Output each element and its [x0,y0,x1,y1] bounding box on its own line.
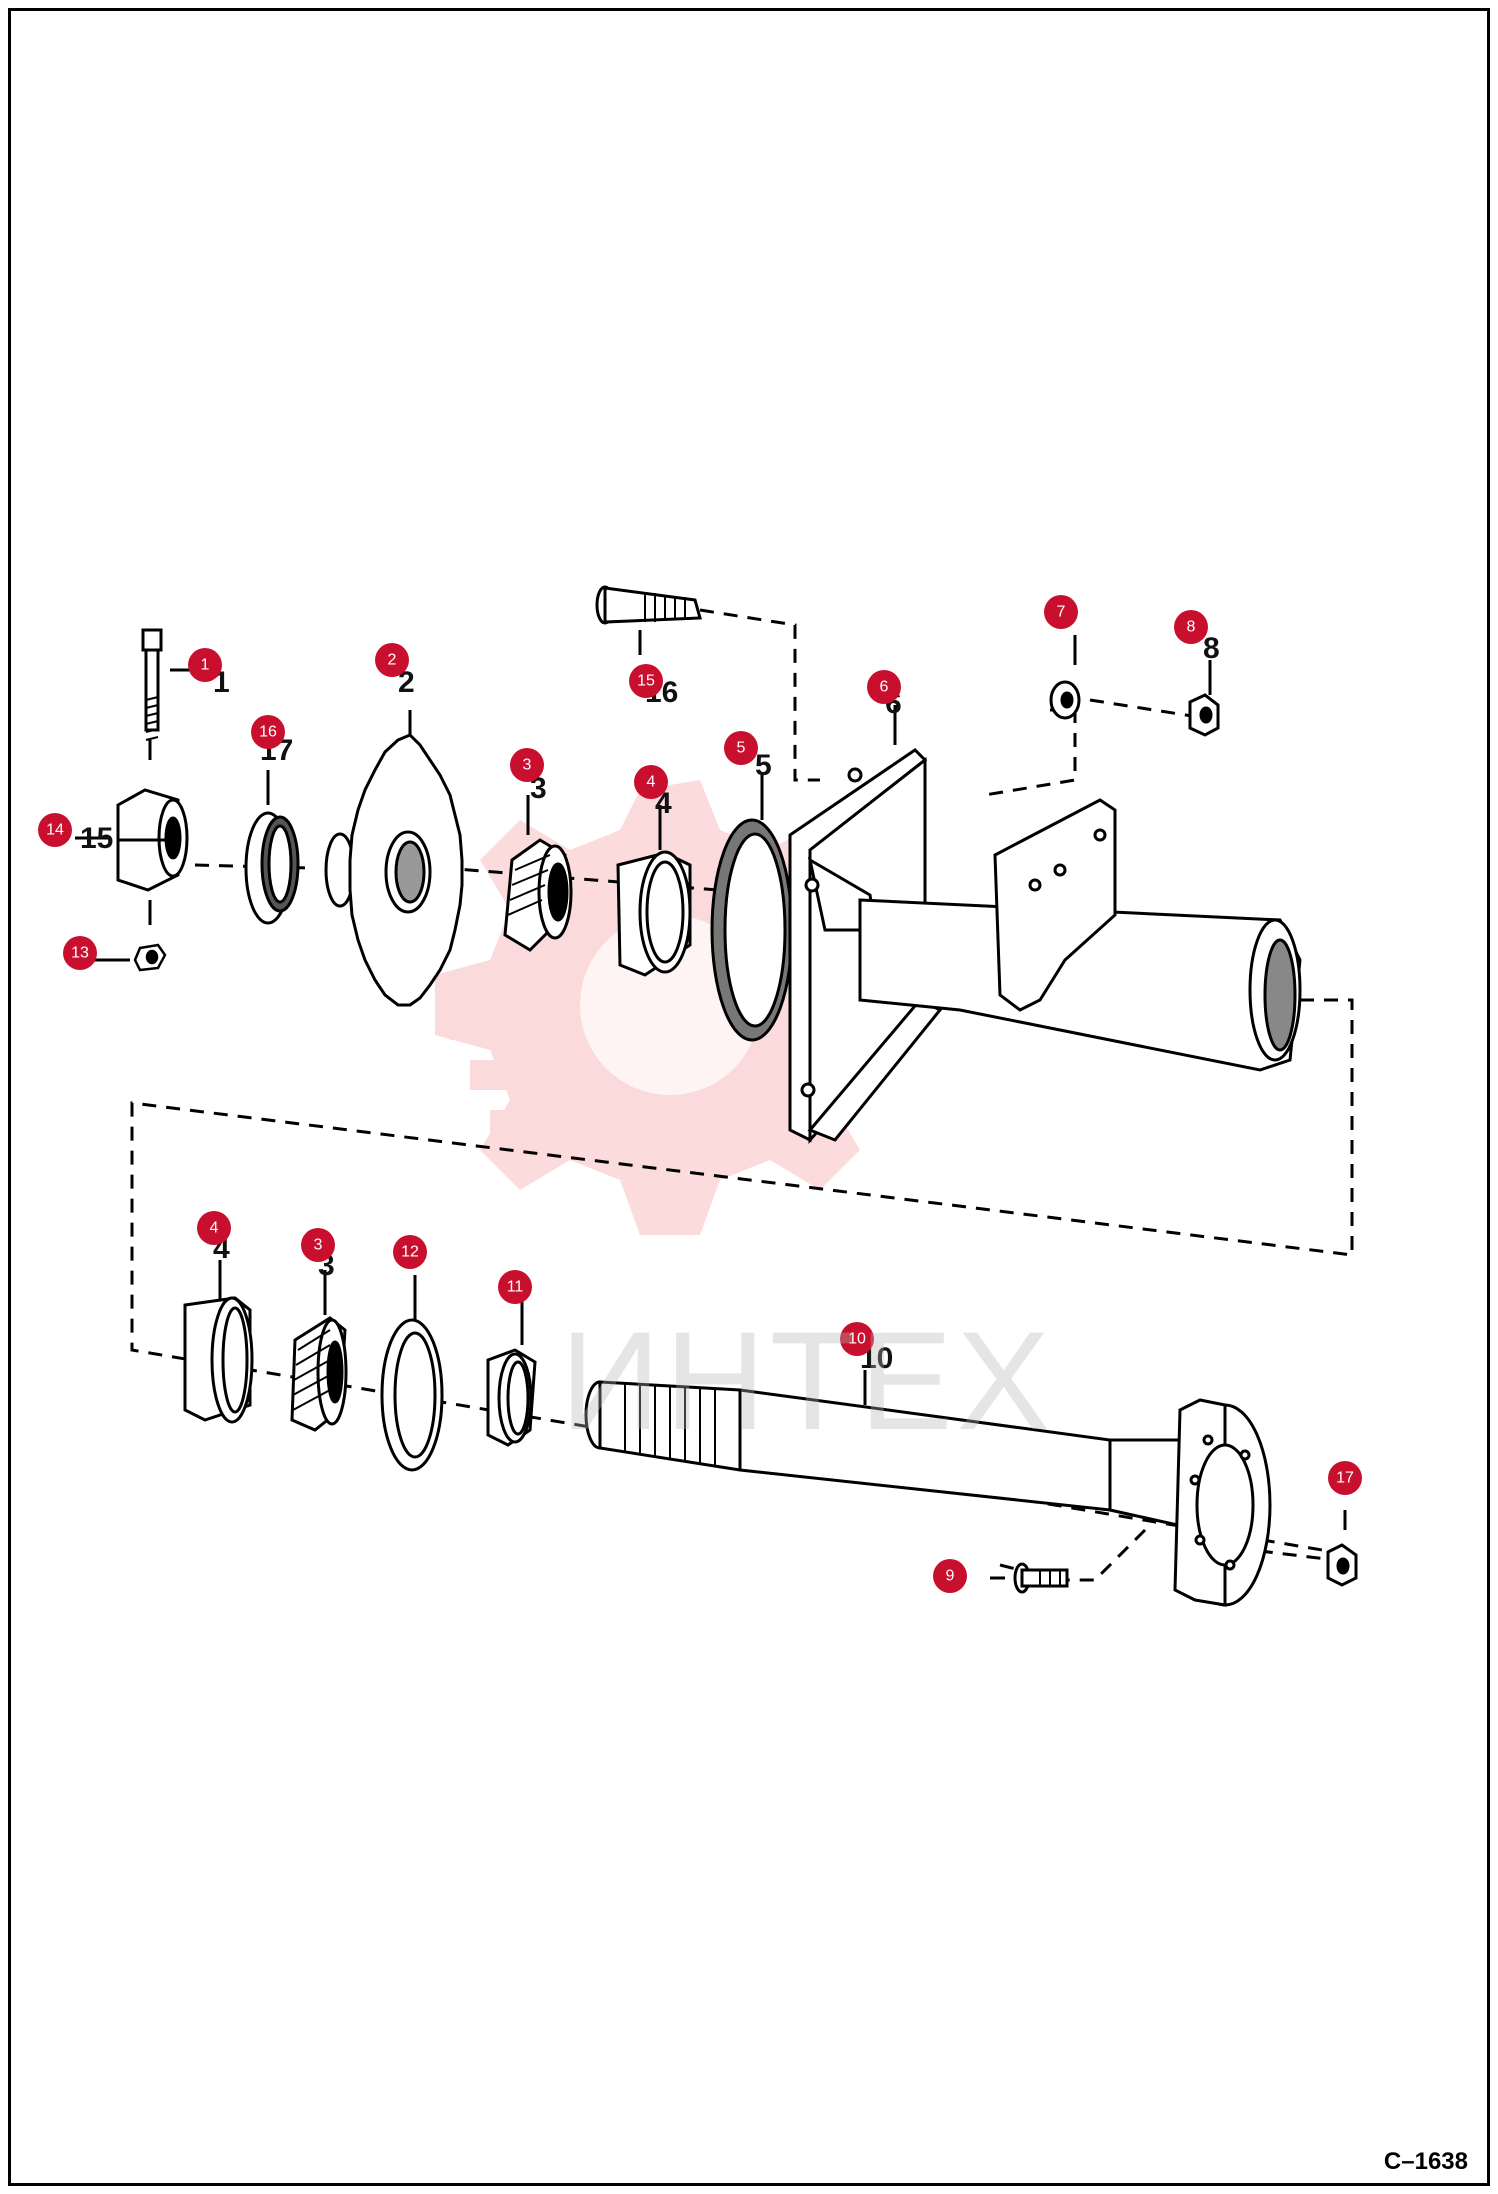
part-washer [1049,680,1081,720]
svg-text:17: 17 [1336,1470,1354,1487]
svg-text:10: 10 [848,1331,866,1348]
part-wheel-bolt [1013,1562,1069,1594]
part-stud [595,585,702,625]
callout-6[interactable]: 6 [867,670,901,704]
svg-text:1: 1 [201,657,210,674]
callout-2[interactable]: 2 [375,643,409,677]
part-axle-shaft [584,1380,1272,1607]
svg-text:9: 9 [946,1568,955,1585]
callout-11[interactable]: 11 [498,1270,532,1304]
part-sprocket [324,733,464,1007]
svg-text:11: 11 [507,1279,524,1296]
callout-badges: 1 2 3 3 4 4 5 6 7 8 9 10 11 12 13 14 15 … [38,595,1362,1593]
part-wheel-nut [1326,1543,1358,1587]
svg-text:2: 2 [388,652,397,669]
diagram-code: C–1638 [1383,2148,1468,2175]
svg-text:13: 13 [71,945,89,962]
part-bearing-cup-lower [183,1296,254,1424]
callout-16[interactable]: 16 [251,715,285,749]
part-tapered-bearing-lower [290,1316,348,1432]
svg-text:15: 15 [637,673,655,690]
part-bearing-cup-upper [616,850,692,977]
part-number-8: 8 [1203,632,1220,665]
part-bolt [141,628,163,741]
diagram-frame [8,8,1490,2186]
part-axle-housing [788,748,1302,1144]
part-clamp-collar [116,788,189,892]
part-number-5: 5 [755,749,772,782]
svg-text:6: 6 [880,679,889,696]
part-small-nut [133,943,167,972]
svg-text:8: 8 [1187,619,1196,636]
callout-12[interactable]: 12 [393,1235,427,1269]
svg-text:4: 4 [647,774,656,791]
callout-4a[interactable]: 4 [634,765,668,799]
callout-7[interactable]: 7 [1044,595,1078,629]
callout-8[interactable]: 8 [1174,610,1208,644]
callout-13[interactable]: 13 [63,936,97,970]
svg-text:7: 7 [1057,604,1066,621]
part-seal [244,811,300,925]
svg-text:5: 5 [737,740,746,757]
callout-5[interactable]: 5 [724,731,758,765]
svg-text:12: 12 [401,1244,419,1261]
part-number-14: 15 [80,822,113,855]
callout-15[interactable]: 15 [629,664,663,698]
watermark-text: ИНТЕХ [560,1302,1055,1459]
callout-9[interactable]: 9 [933,1559,967,1593]
callout-3b[interactable]: 3 [301,1228,335,1262]
callout-10[interactable]: 10 [840,1322,874,1356]
callout-1[interactable]: 1 [188,648,222,682]
svg-text:3: 3 [314,1237,323,1254]
callout-3a[interactable]: 3 [510,748,544,782]
part-nut-upper [1188,693,1220,737]
svg-text:16: 16 [259,724,277,741]
part-number-2: 2 [398,666,415,699]
svg-text:4: 4 [210,1220,219,1237]
part-gasket-ring [710,818,794,1042]
callout-14[interactable]: 14 [38,813,72,847]
svg-text:3: 3 [523,757,532,774]
part-small-cup [486,1348,537,1447]
svg-text:14: 14 [46,822,64,839]
callout-17[interactable]: 17 [1328,1461,1362,1495]
part-spacer-ring [380,1318,444,1472]
callout-4b[interactable]: 4 [197,1211,231,1245]
part-tapered-bearing-upper [503,838,573,952]
